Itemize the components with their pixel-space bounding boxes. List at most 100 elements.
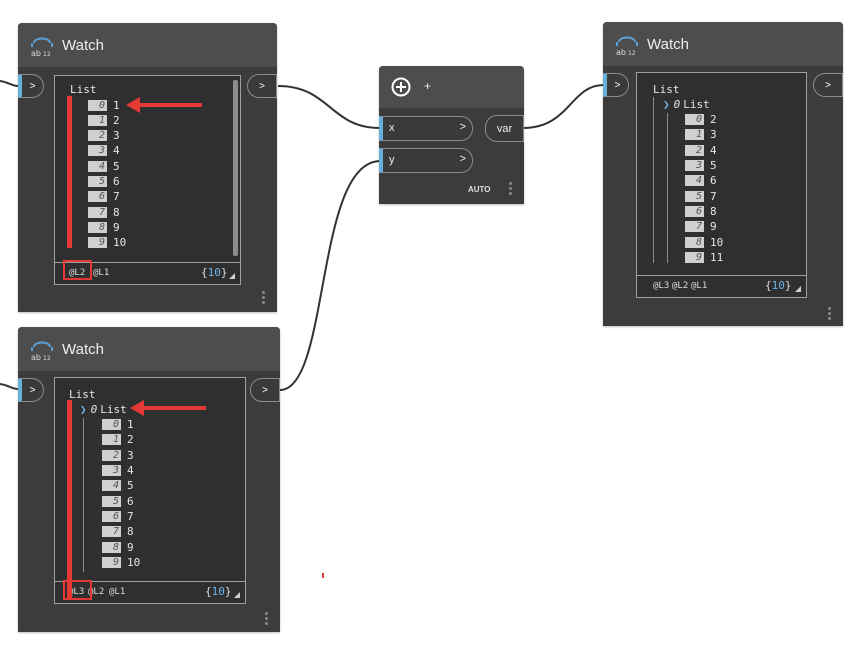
item-count: {10} [201,266,228,279]
level-label[interactable]: @L2 [672,281,689,291]
level-label[interactable]: @L3 [68,587,85,597]
level-label[interactable]: @L3 [653,281,670,291]
watch-node-1-input-port[interactable]: > [18,74,44,98]
watch-node-2-input-port[interactable]: > [18,378,44,402]
level-label[interactable]: @L2 [88,587,105,597]
tree-line [667,113,668,263]
watch-node-3-output-port[interactable]: > [813,73,843,97]
watch-node-2-output-port[interactable]: > [250,378,280,402]
output-port-var[interactable]: var [485,115,524,142]
tree-line [653,97,654,263]
watch-node-2-header[interactable]: ab 12 Watch [18,327,280,371]
input-arrow-icon: > [459,121,466,133]
watch-node-3-header[interactable]: ab 12 Watch [603,22,843,66]
lacing-label[interactable]: AUTO [468,185,491,194]
watch-node-3-footer: @L3 @L2 @L1 {10} [637,275,806,297]
level-label[interactable]: @L2 [69,268,86,278]
node-options-icon[interactable] [262,291,265,306]
expand-chevron-icon[interactable]: ❯ [80,403,87,416]
list-value: 4 [127,464,134,477]
list-index: 2 [102,450,121,461]
list-value: 1 [127,418,134,431]
add-icon [391,77,411,97]
list-value: 7 [113,190,120,203]
annotation-highlight-box [63,580,92,600]
vertical-scrollbar[interactable] [233,80,238,256]
list-index: 5 [102,496,121,507]
count-value: 10 [211,585,225,598]
list-index: 3 [685,160,704,171]
count-brace: { [765,279,772,292]
svg-text:ab: ab [31,353,41,362]
watch-node-1-footer: @L2 @L1 {10} [55,262,240,284]
watch-node-3-input-port[interactable]: > [603,73,629,97]
input-port-x[interactable]: x > [379,116,473,141]
list-index: 4 [685,175,704,186]
sublist-header[interactable]: ❯ 0 List [663,98,710,111]
list-value: 8 [127,525,134,538]
resize-grip-icon[interactable] [795,286,801,292]
list-index: 8 [102,542,121,553]
item-count: {10} [765,279,792,292]
annotation-arrow-icon [130,400,206,416]
list-index: 1 [88,115,107,126]
list-value: 3 [127,449,134,462]
list-value: 7 [710,190,717,203]
list-value: 10 [113,236,127,249]
wire-watch-1-to-x [277,85,381,129]
level-label[interactable]: @L1 [691,281,708,291]
list-index: 1 [685,129,704,140]
add-node[interactable]: + x > y > var AUTO [379,66,524,204]
annotation-bracket-bar [67,96,72,248]
list-index: 6 [685,206,704,217]
list-index: 3 [88,145,107,156]
expand-chevron-icon[interactable]: ❯ [663,98,670,111]
input-port-y[interactable]: y > [379,148,473,173]
wire-watch-2-to-y [279,160,381,391]
resize-grip-icon[interactable] [229,273,235,279]
node-options-icon[interactable] [265,612,268,627]
list-index: 9 [102,557,121,568]
list-value: 10 [710,236,724,249]
list-value: 2 [127,433,134,446]
sublist-index: 0 [90,403,98,416]
sublist-index: 0 [673,98,681,111]
list-index: 0 [102,419,121,430]
list-value: 4 [710,144,717,157]
list-index: 9 [685,252,704,263]
watch-node-1-header[interactable]: ab 12 Watch [18,23,277,67]
input-label-x: x [389,122,395,134]
watch-node-1-output-port[interactable]: > [247,74,277,98]
node-options-icon[interactable] [828,307,831,322]
list-value: 4 [113,144,120,157]
level-label[interactable]: @L1 [93,268,110,278]
sublist-header[interactable]: ❯ 0 List [80,403,127,416]
add-node-header[interactable]: + [379,66,524,108]
watch-node-1-title: Watch [62,37,104,54]
node-options-icon[interactable] [509,182,512,197]
level-label[interactable]: @L1 [109,587,126,597]
wire-incoming-watch-1 [0,80,19,87]
resize-grip-icon[interactable] [234,592,240,598]
list-header: List [653,83,680,96]
